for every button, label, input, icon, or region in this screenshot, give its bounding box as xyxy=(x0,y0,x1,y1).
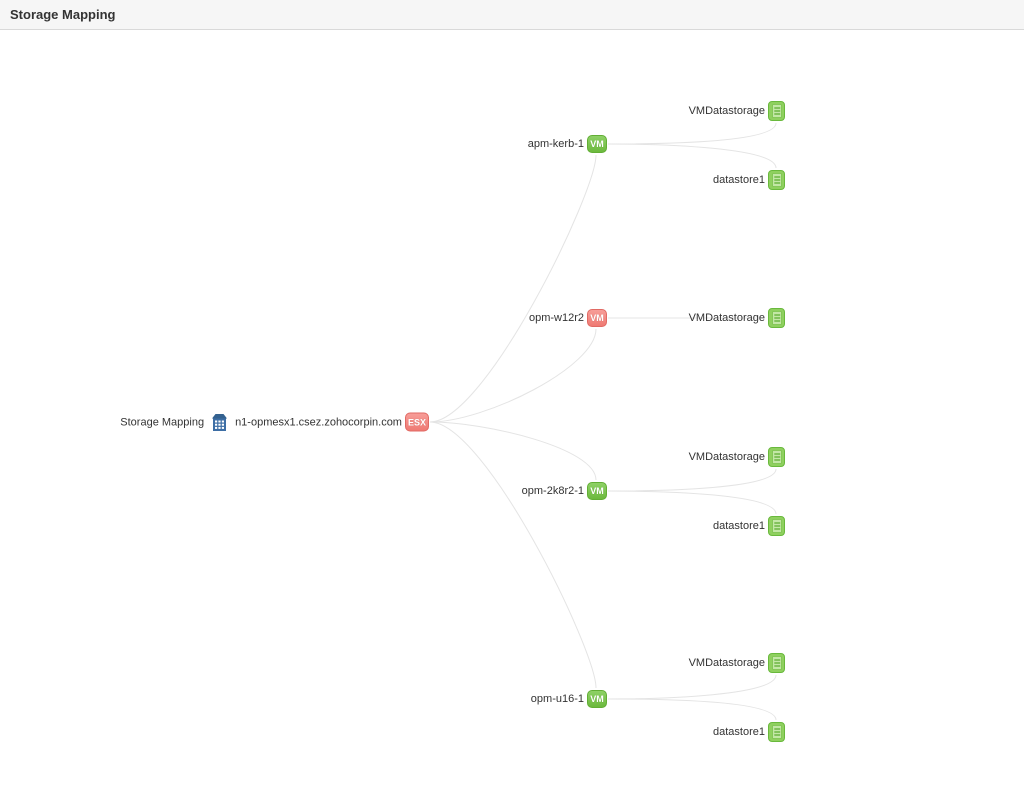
datastore-node-label: datastore1 xyxy=(713,520,765,532)
host-node-prefix-label: Storage Mapping xyxy=(120,416,205,428)
datastore-node[interactable]: datastore1 xyxy=(713,170,785,190)
connection-line xyxy=(429,421,597,481)
datastore-node[interactable]: VMDatastorage xyxy=(689,653,785,673)
datastore-node[interactable]: VMDatastorage xyxy=(689,447,785,467)
vm-node-label: opm-2k8r2-1 xyxy=(521,485,584,497)
connection-line xyxy=(429,421,597,689)
datastore-node-label: VMDatastorage xyxy=(688,312,765,324)
vm-status-badge: VM xyxy=(587,135,607,153)
datastore-icon xyxy=(768,170,785,190)
connection-line xyxy=(607,122,777,145)
datastore-node-label: VMDatastorage xyxy=(688,657,765,669)
datastore-node[interactable]: VMDatastorage xyxy=(689,101,785,121)
connection-line xyxy=(607,674,777,700)
connection-line xyxy=(607,490,777,515)
datastore-icon xyxy=(768,722,785,742)
datastore-icon xyxy=(768,516,785,536)
datastore-node[interactable]: datastore1 xyxy=(713,516,785,536)
datastore-icon xyxy=(768,101,785,121)
datastore-node-label: VMDatastorage xyxy=(688,451,765,463)
datastore-node[interactable]: datastore1 xyxy=(713,722,785,742)
datastore-node-label: datastore1 xyxy=(713,726,765,738)
datastore-icon xyxy=(768,308,785,328)
vm-node-label: apm-kerb-1 xyxy=(527,138,584,150)
vm-status-badge: VM xyxy=(587,690,607,708)
datastore-node[interactable]: VMDatastorage xyxy=(689,308,785,328)
datastore-icon xyxy=(768,653,785,673)
connection-line xyxy=(429,328,597,423)
datastore-node-label: VMDatastorage xyxy=(688,105,765,117)
connection-line xyxy=(429,154,597,423)
host-node-label: n1-opmesx1.csez.zohocorpin.com xyxy=(235,416,402,428)
datastore-icon xyxy=(768,447,785,467)
vm-status-badge: VM xyxy=(587,482,607,500)
connection-line xyxy=(607,698,777,721)
datastore-node-label: datastore1 xyxy=(713,174,765,186)
host-node[interactable]: Storage Mapping n1-opmesx1.csez.zohocorpi… xyxy=(120,412,429,432)
page-title: Storage Mapping xyxy=(10,7,116,22)
vm-status-badge: VM xyxy=(587,309,607,327)
building-icon xyxy=(210,413,229,432)
esx-badge: ESX xyxy=(404,412,429,432)
connection-line xyxy=(607,468,777,492)
connection-line xyxy=(607,143,777,169)
vm-node-label: opm-w12r2 xyxy=(528,312,584,324)
vm-node-label: opm-u16-1 xyxy=(530,693,584,705)
page-header: Storage Mapping xyxy=(0,0,1024,30)
